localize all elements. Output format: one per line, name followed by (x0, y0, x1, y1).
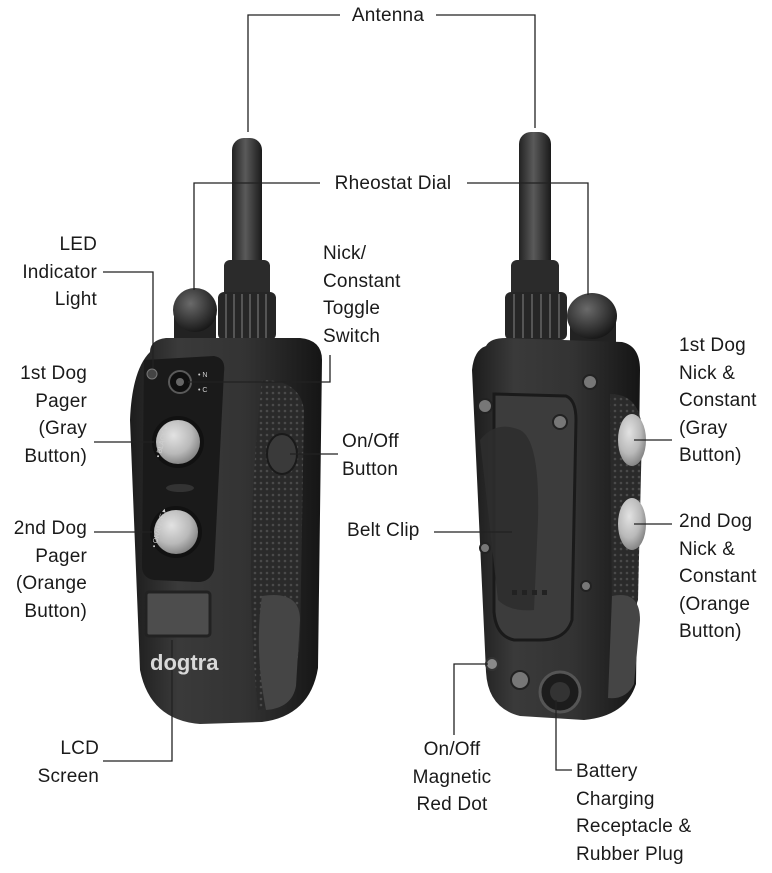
marking-n: • N (198, 372, 207, 379)
line-rheostat-back (467, 182, 589, 295)
front-rheostat-knob (173, 288, 217, 346)
line-lcd (103, 640, 173, 762)
front-led (146, 368, 158, 380)
line-antenna-front (247, 14, 340, 132)
line-battery (555, 700, 572, 771)
back-orange-button (618, 498, 646, 550)
line-rheostat-front (193, 182, 320, 290)
label-belt-clip: Belt Clip (347, 520, 420, 541)
label-first-dog-pager: 1st Dog Pager (Gray Button) (20, 363, 87, 467)
label-second-dog-pager: 2nd Dog Pager (Orange Button) (13, 518, 87, 622)
front-antenna-collar (218, 292, 276, 340)
back-antenna-collar (505, 292, 567, 340)
label-lcd-screen: LCD Screen (37, 738, 99, 787)
marking-c: • C (198, 387, 207, 394)
front-lcd (144, 590, 212, 638)
back-antenna (519, 132, 551, 292)
callout-lines (94, 14, 672, 771)
line-magnetic (453, 663, 488, 735)
label-led-indicator: LED Indicator Light (22, 234, 97, 310)
front-antenna (232, 138, 262, 298)
label-second-dog-nick: 2nd Dog Nick & Constant (Orange Button) (679, 511, 757, 642)
back-transmitter (472, 132, 646, 720)
brand-logo: dogtra (150, 650, 219, 675)
front-transmitter (130, 138, 322, 724)
label-magnetic-red-dot: On/Off Magnetic Red Dot (412, 739, 492, 815)
line-toggle (188, 355, 331, 383)
label-toggle-switch: Nick/ Constant Toggle Switch (323, 243, 401, 347)
label-antenna: Antenna (351, 5, 425, 26)
line-led (103, 271, 154, 368)
back-gray-button (618, 414, 646, 466)
line-antenna-back (436, 14, 536, 128)
label-rheostat-dial: Rheostat Dial (334, 173, 452, 194)
label-battery-receptacle: Battery Charging Receptacle & Rubber Plu… (576, 761, 692, 865)
label-first-dog-nick: 1st Dog Nick & Constant (Gray Button) (679, 335, 757, 466)
charging-plug (538, 670, 582, 714)
label-on-off-button: On/Off Button (342, 431, 399, 480)
